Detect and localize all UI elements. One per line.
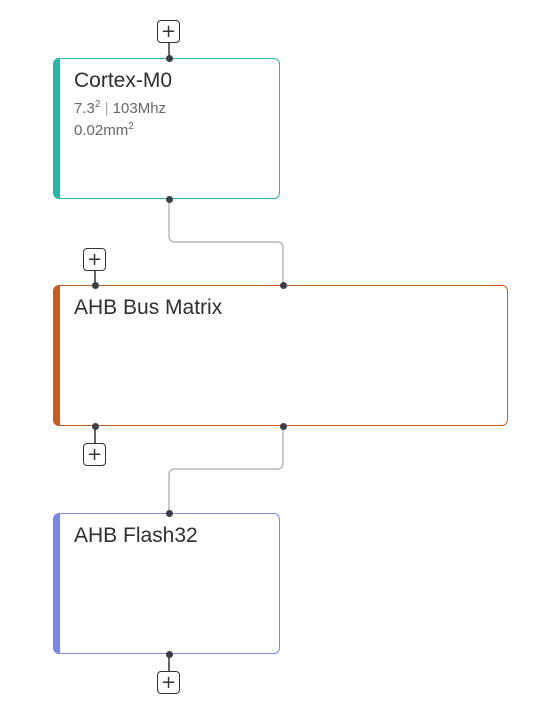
node-title: Cortex-M0 <box>74 69 173 92</box>
port-flash-bottom[interactable] <box>166 651 173 658</box>
performance-sup: 2 <box>94 99 101 110</box>
add-above-cortex-button[interactable]: + <box>157 20 180 43</box>
node-title: AHB Bus Matrix <box>74 296 223 319</box>
node-performance: 7.32 | 103Mhz <box>74 99 166 117</box>
port-ahb-top-left[interactable] <box>92 282 99 289</box>
wire-cortex-to-ahb <box>168 199 284 285</box>
node-cortex-m0[interactable]: Cortex-M0 7.32 | 103Mhz 0.02mm2 <box>53 58 280 199</box>
port-ahb-bottom-right[interactable] <box>280 423 287 430</box>
port-cortex-bottom[interactable] <box>166 196 173 203</box>
node-ahb-bus-matrix[interactable]: AHB Bus Matrix <box>53 285 508 426</box>
port-ahb-bottom-left[interactable] <box>92 423 99 430</box>
node-area: 0.02mm2 <box>74 121 134 139</box>
area-value: 0.02mm <box>74 122 129 139</box>
add-above-ahb-button[interactable]: + <box>83 248 106 271</box>
area-sup: 2 <box>128 121 134 132</box>
wire-ahb-to-flash <box>168 426 284 513</box>
meta-separator: | <box>104 100 109 117</box>
frequency-value: 103Mhz <box>112 100 167 117</box>
node-title: AHB Flash32 <box>74 524 198 547</box>
add-below-flash-button[interactable]: + <box>157 671 180 694</box>
node-ahb-flash32[interactable]: AHB Flash32 <box>53 513 280 654</box>
port-ahb-top-right[interactable] <box>280 282 287 289</box>
add-below-ahb-button[interactable]: + <box>83 443 106 466</box>
port-flash-top[interactable] <box>166 510 173 517</box>
port-cortex-top[interactable] <box>166 55 173 62</box>
performance-value: 7.3 <box>74 100 95 117</box>
